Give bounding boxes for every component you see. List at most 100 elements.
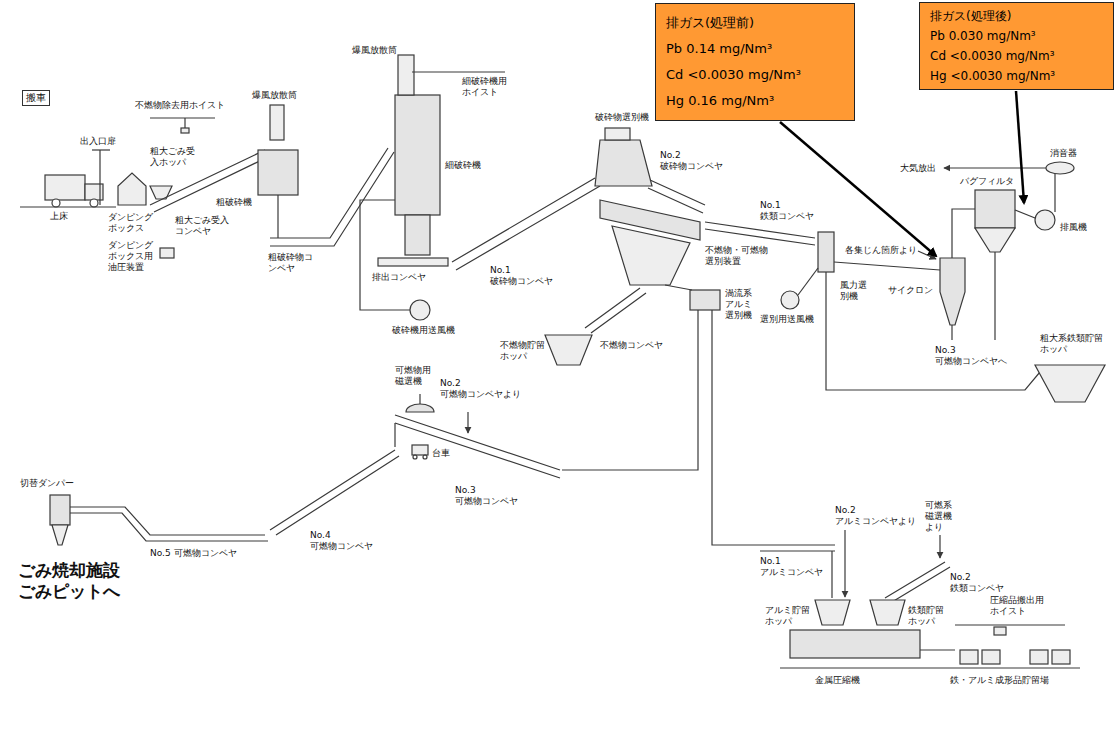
cart — [413, 455, 417, 459]
part-name: 不燃物コンベヤ — [600, 340, 663, 351]
part-name: 圧縮品搬出用ホイスト — [990, 595, 1052, 617]
callout-heading: 排ガス(処理前) — [666, 10, 844, 36]
hoist — [412, 71, 505, 72]
wind-separator — [818, 232, 834, 272]
silencer — [944, 162, 1074, 174]
conveyor — [585, 288, 646, 333]
conveyor — [70, 507, 268, 541]
hydraulic-unit — [160, 248, 174, 258]
incombustible-hopper — [545, 335, 592, 365]
feed-arrow — [845, 530, 940, 597]
part-name: No.2 可燃物コンベヤより — [440, 378, 524, 400]
dumping-box — [118, 173, 146, 205]
aluminium-separator — [665, 285, 692, 290]
chute-line — [712, 310, 760, 545]
storage-hopper — [815, 600, 905, 625]
part-name: 不燃物・可燃物選別装置 — [705, 245, 775, 267]
hoist — [181, 128, 189, 133]
chute-line — [562, 310, 698, 470]
callout-heading: 排ガス(処理後) — [930, 6, 1103, 26]
coarse-crusher — [258, 150, 298, 195]
vent-stack — [270, 105, 284, 140]
storage-hopper — [870, 600, 905, 625]
part-name: 渦流系アルミ選別機 — [725, 288, 755, 320]
leader-arrow — [780, 122, 936, 256]
part-name: No.1 鉄類コンベヤ — [760, 200, 818, 222]
truck — [45, 175, 85, 200]
blower — [798, 268, 818, 295]
duct — [1015, 210, 1035, 218]
conveyor — [705, 222, 815, 245]
measurement-value: Hg 0.16 mg/Nm³ — [666, 88, 844, 114]
product-block — [982, 650, 1000, 664]
hoist — [150, 118, 215, 133]
iron-hopper — [1035, 365, 1105, 402]
part-name: 不燃物除去用ホイスト — [135, 100, 225, 111]
fine-crusher-tower — [405, 215, 430, 255]
part-name: No.2 鉄類コンベヤ — [950, 572, 1008, 594]
callout-box: 排ガス(処理前)Pb 0.14 mg/Nm³Cd <0.0030 mg/Nm³H… — [655, 3, 855, 121]
fine-crusher-tower — [398, 55, 414, 95]
part-name: ダンピングボックス用油圧装置 — [108, 240, 154, 272]
conveyor — [395, 415, 560, 478]
part-name: 粗大ごみ受入コンベヤ — [175, 215, 231, 237]
trommel-hopper — [612, 226, 690, 285]
exhaust-fan — [1035, 174, 1055, 230]
part-name: ダンピングボックス — [108, 212, 154, 234]
part-name: 破砕物選別機 — [595, 112, 649, 123]
blower — [360, 200, 410, 310]
cyclone — [951, 325, 952, 340]
aluminium-separator — [690, 290, 720, 310]
part-name: 細破砕機 — [445, 160, 481, 171]
part-name: 切替ダンパー — [20, 478, 74, 489]
cart — [412, 445, 428, 455]
measurement-value: Hg <0.0030 mg/Nm³ — [930, 66, 1103, 86]
bag-filter — [975, 190, 1015, 340]
hoist — [994, 627, 1006, 635]
duct — [834, 262, 940, 270]
conveyor — [395, 415, 560, 478]
part-name: バグフィルタ — [960, 176, 1014, 187]
fine-crusher-tower — [395, 55, 440, 255]
iron-hopper — [1035, 365, 1105, 402]
coarse-crusher — [258, 150, 298, 238]
hoist — [955, 625, 1065, 635]
entrance-door — [92, 149, 110, 150]
conveyor — [648, 180, 705, 213]
part-name: 不燃物貯留ホッパ — [500, 340, 546, 362]
receiving-hopper — [150, 186, 172, 199]
exhaust-fan — [1054, 174, 1055, 212]
floor-line — [780, 667, 1080, 668]
part-name: 消音器 — [1050, 148, 1077, 159]
part-name: 粗破砕物コンベヤ — [268, 252, 314, 274]
storage-hopper — [815, 600, 850, 625]
cart — [423, 455, 427, 459]
part-name: 選別用送風機 — [760, 314, 814, 325]
incombustible-hopper — [545, 335, 592, 365]
part-name: 可燃物用磁選機 — [395, 365, 435, 387]
part-name: 粗大系鉄類貯留ホッパ — [1040, 333, 1106, 355]
hoist — [184, 118, 185, 128]
measurement-value: Pb 0.14 mg/Nm³ — [666, 36, 844, 62]
entrance-door — [92, 150, 110, 205]
part-name: 台車 — [432, 448, 450, 459]
duct — [826, 272, 1045, 390]
conveyor — [585, 288, 646, 333]
part-name: 爆風放散筒 — [252, 90, 297, 101]
conveyor — [452, 178, 600, 270]
blower — [781, 291, 799, 309]
cyclone — [940, 258, 965, 325]
magnetic-separator — [406, 404, 434, 412]
part-name: No.4 可燃物コンベヤ — [310, 530, 376, 552]
part-name: 上床 — [50, 211, 68, 222]
leader-arrow — [1016, 91, 1024, 203]
hoist — [150, 117, 215, 118]
hoist — [412, 71, 505, 72]
vent-stack — [270, 105, 284, 140]
conveyor — [885, 562, 950, 602]
cart — [412, 445, 428, 459]
receiving-hopper — [150, 186, 172, 199]
conveyor — [70, 507, 268, 541]
blower — [781, 268, 818, 309]
